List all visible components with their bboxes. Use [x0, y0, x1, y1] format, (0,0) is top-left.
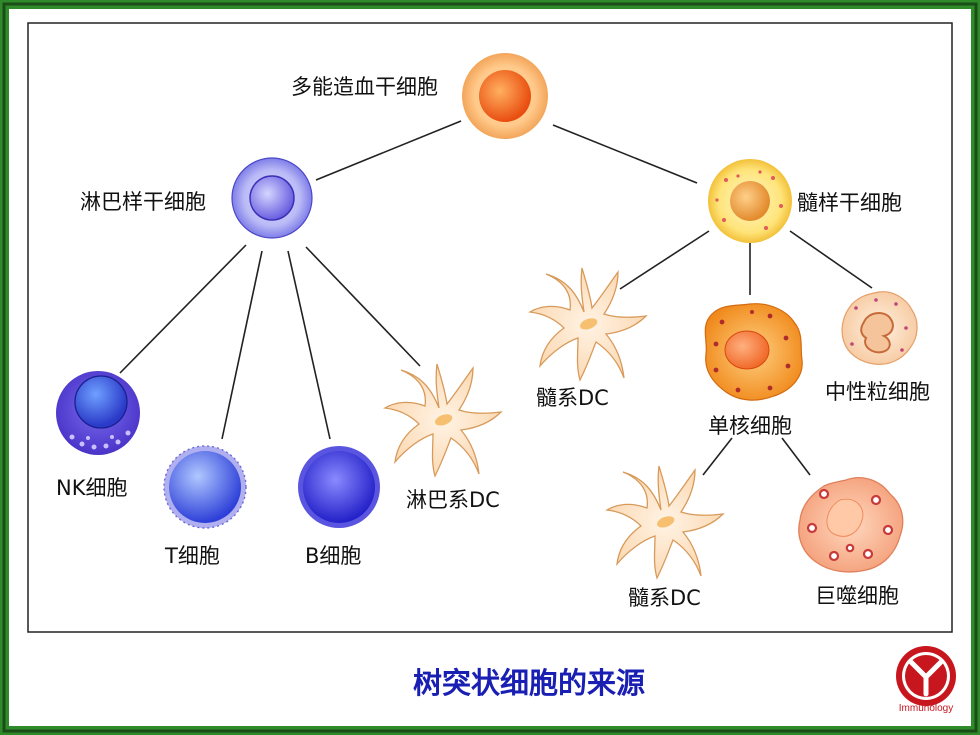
label-monocyte: 单核细胞	[708, 414, 792, 438]
label-t-cell: T细胞	[165, 544, 220, 568]
label-myeloid-dc-lower: 髓系DC	[628, 586, 701, 610]
myeloid-dc-upper	[528, 267, 648, 382]
lymphoid-dc	[383, 363, 503, 478]
label-macrophage: 巨噬细胞	[815, 584, 899, 608]
label-nk-cell: NK细胞	[56, 476, 128, 500]
immunology-logo	[896, 646, 956, 706]
nk-cell	[56, 371, 140, 455]
myeloid-stem-cell	[708, 159, 792, 243]
monocyte	[704, 303, 803, 401]
hematopoietic-stem-cell	[462, 53, 548, 139]
label-lymphoid-stem-cell: 淋巴样干细胞	[80, 190, 206, 214]
b-cell	[298, 446, 380, 528]
label-b-cell: B细胞	[305, 544, 362, 568]
macrophage	[798, 477, 904, 573]
label-neutrophil: 中性粒细胞	[825, 380, 930, 404]
label-hsc: 多能造血干细胞	[291, 75, 438, 99]
logo-text: Immunology	[898, 703, 954, 714]
lymphoid-stem-cell	[231, 157, 313, 239]
label-lymphoid-dc: 淋巴系DC	[406, 488, 500, 512]
label-myeloid-stem-cell: 髓样干细胞	[797, 191, 902, 215]
neutrophil	[841, 291, 918, 365]
slide-caption: 树突状细胞的来源	[413, 666, 646, 700]
diagram-box	[27, 22, 953, 633]
lineage-lines	[119, 120, 873, 476]
t-cell	[163, 445, 247, 529]
myeloid-dc-lower	[605, 465, 725, 580]
label-myeloid-dc-upper: 髓系DC	[536, 386, 609, 410]
